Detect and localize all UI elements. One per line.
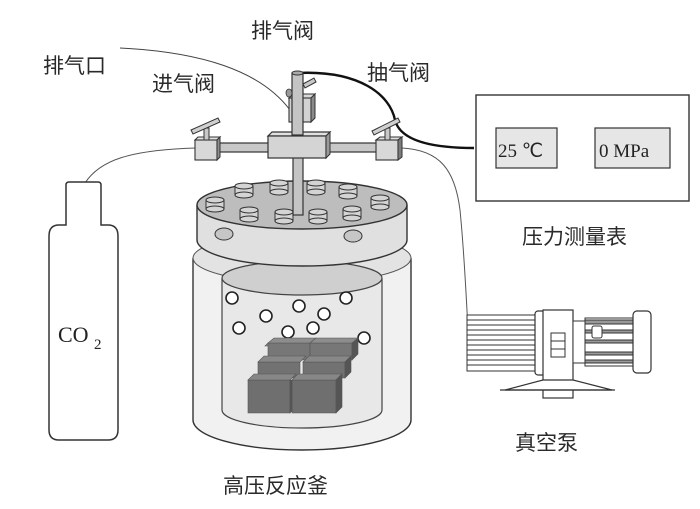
cylinder-formula: CO: [58, 322, 89, 347]
suction-valve-label: 抽气阀: [367, 61, 430, 85]
valve-manifold: [216, 130, 378, 216]
co2-cylinder: CO 2: [48, 181, 119, 441]
vacuum-pump-label: 真空泵: [515, 431, 578, 455]
temperature-display: [495, 127, 558, 169]
vacuum-tube: [401, 147, 469, 331]
pressure-display: [594, 127, 671, 169]
lid-bolts: [205, 179, 390, 225]
inlet-valve-label: 进气阀: [152, 72, 215, 96]
sample-blocks: [247, 337, 359, 414]
exhaust-valve[interactable]: [285, 70, 317, 136]
vacuum-valve[interactable]: [371, 117, 404, 161]
cylinder-formula-subscript: 2: [94, 337, 102, 353]
co2-supply-tube: [84, 147, 197, 184]
exhaust-valve-label: 排气阀: [251, 19, 314, 43]
vacuum-pump: [466, 309, 652, 399]
gas-bubbles: [225, 291, 371, 345]
exhaust-tube: [119, 47, 291, 111]
pressure-gauge: 25 ℃ 0 MPa: [475, 94, 690, 202]
pressure-readout: 0 MPa: [599, 141, 650, 162]
reactor-label: 高压反应釜: [223, 474, 328, 498]
temperature-readout: 25 ℃: [498, 141, 543, 162]
reactor-vessel: [192, 179, 412, 451]
exhaust-port-label: 排气口: [43, 54, 106, 78]
pressure-gauge-label: 压力测量表: [522, 225, 627, 249]
inlet-valve[interactable]: [190, 117, 222, 162]
